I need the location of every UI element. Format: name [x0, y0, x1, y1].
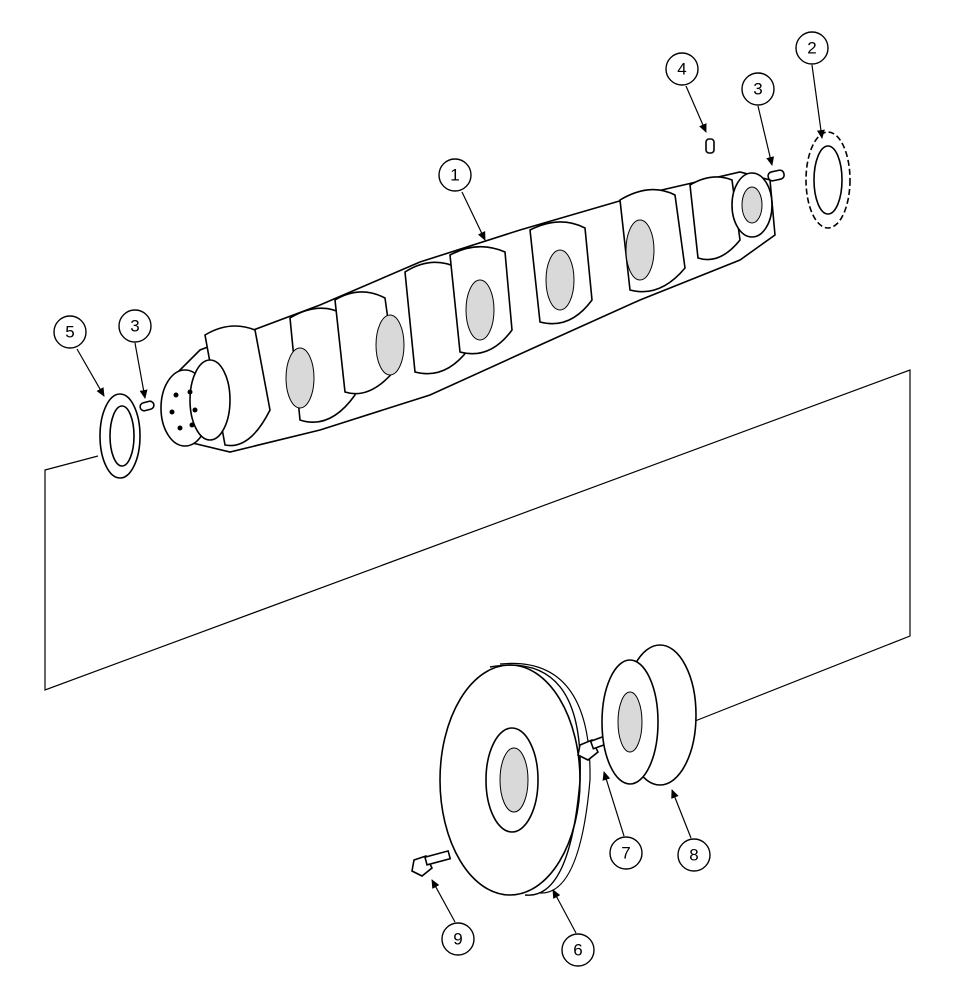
timing-gear: [805, 131, 851, 229]
callout-3-right: 3: [741, 72, 775, 106]
assembly-plane-outline: [44, 369, 911, 724]
callout-2-label: 2: [807, 39, 816, 58]
rear-oil-seal: [99, 393, 141, 479]
callout-3-right-label: 3: [753, 80, 762, 99]
woodruff-key: [705, 138, 715, 154]
callout-6: 6: [561, 933, 595, 967]
crankshaft-pulley: [439, 662, 591, 896]
callout-3-left-label: 3: [130, 317, 139, 336]
callout-8-label: 8: [689, 846, 698, 865]
callout-1-label: 1: [450, 166, 459, 185]
callout-7: 7: [609, 836, 643, 870]
callout-9: 9: [441, 922, 475, 956]
leader-lines: [76, 64, 825, 934]
callout-4-label: 4: [677, 60, 686, 79]
callout-4: 4: [665, 52, 699, 86]
callout-2: 2: [795, 31, 829, 65]
vibration-damper: [601, 644, 697, 786]
dowel-pin-front: [767, 169, 785, 182]
callout-5: 5: [53, 315, 87, 349]
callout-7-label: 7: [621, 844, 630, 863]
callout-1: 1: [438, 158, 472, 192]
callout-8: 8: [677, 838, 711, 872]
callout-5-label: 5: [65, 323, 74, 342]
callout-6-label: 6: [573, 941, 582, 960]
crankshaft: [160, 171, 776, 453]
dowel-pin-rear: [139, 400, 155, 412]
callout-3-left: 3: [118, 309, 152, 343]
callout-9-label: 9: [453, 930, 462, 949]
bolt-long: [411, 849, 452, 877]
